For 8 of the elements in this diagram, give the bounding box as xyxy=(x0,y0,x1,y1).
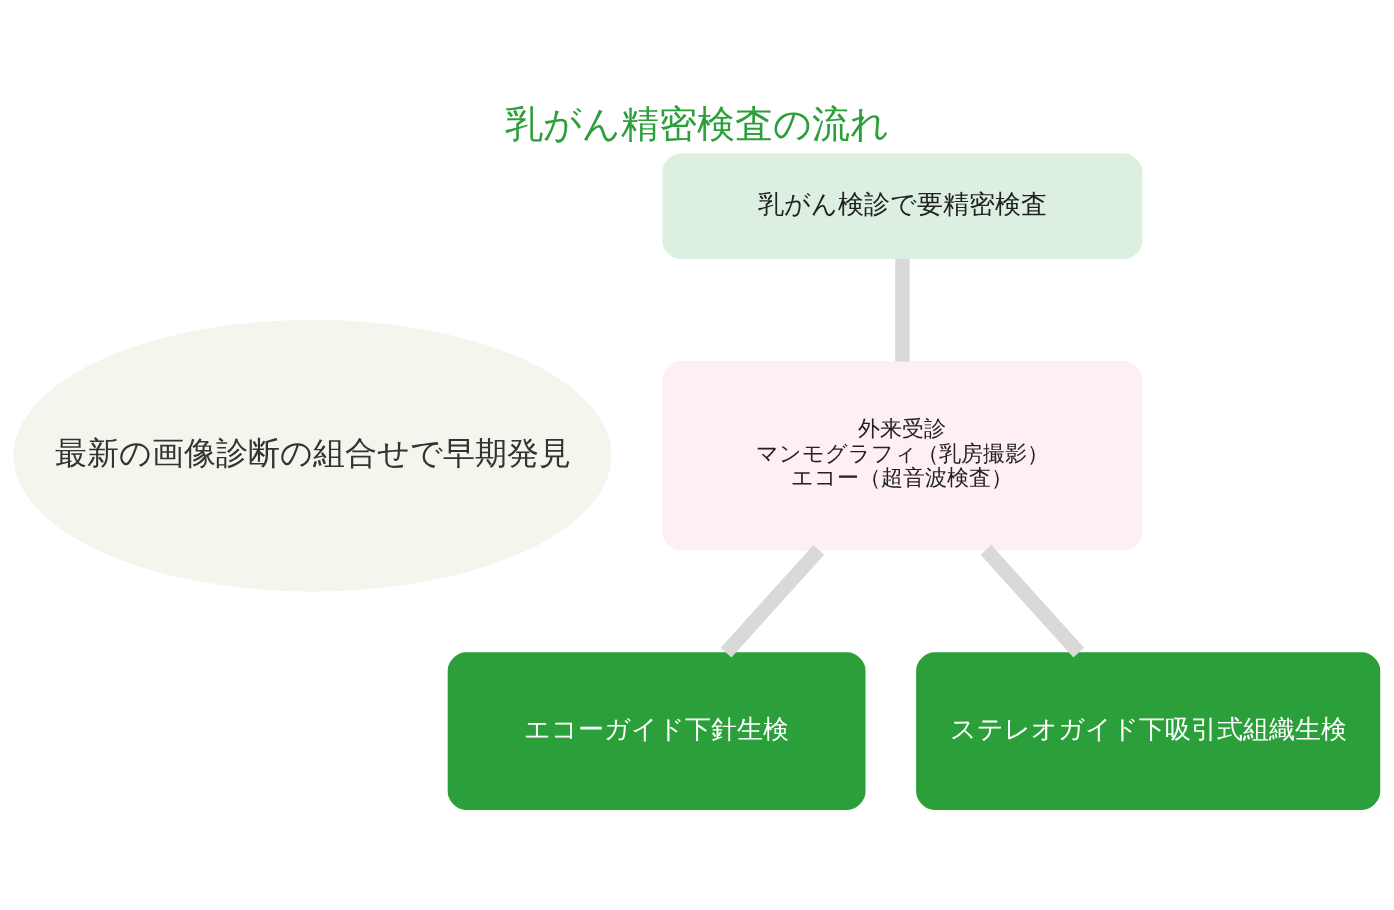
diagram-title: 乳がん精密検査の流れ xyxy=(504,101,889,146)
connector xyxy=(980,544,1085,658)
connector xyxy=(895,258,910,362)
node-box: ステレオガイド下吸引式組織生検 xyxy=(916,652,1381,810)
node-box: 外来受診 マンモグラフィ（乳房撮影） エコー（超音波検査） xyxy=(662,361,1143,551)
node-box: 乳がん検診で要精密検査 xyxy=(662,153,1143,260)
node-box: エコーガイド下針生検 xyxy=(447,652,866,810)
connector xyxy=(720,544,825,658)
